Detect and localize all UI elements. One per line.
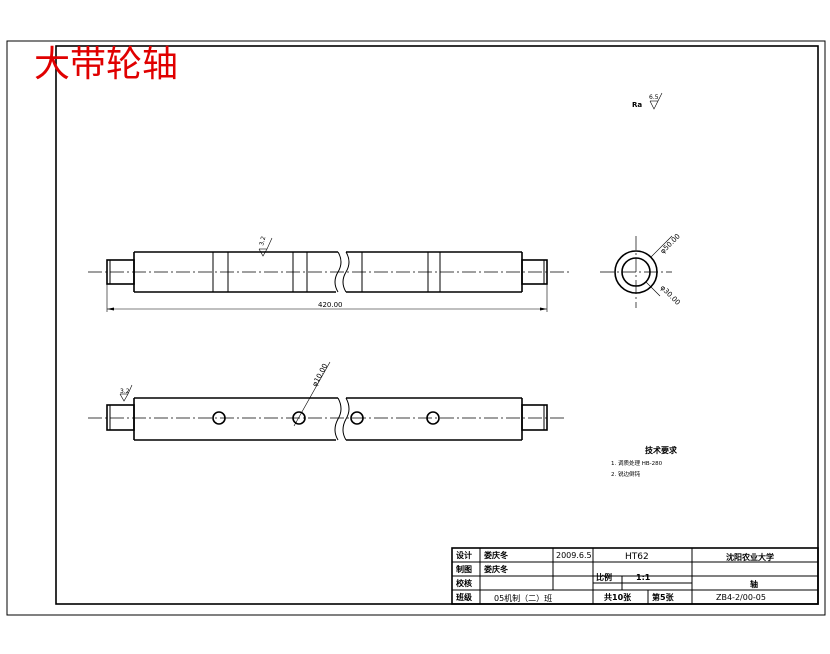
material: HT62 — [625, 552, 649, 562]
class-value: 05机制（二）班 — [494, 593, 552, 603]
designer-name: 娄庆冬 — [484, 550, 508, 560]
length-dimension: 420.00 — [318, 301, 343, 309]
tech-req-title: 技术要求 — [645, 445, 678, 455]
outer-border — [6, 40, 826, 616]
hole — [350, 411, 364, 425]
hole — [212, 411, 226, 425]
outer-diameter: φ50.00 — [659, 232, 682, 255]
roughness-mark-icon — [119, 384, 133, 402]
scale-label: 比例 — [596, 572, 612, 582]
tech-req-item: 2. 锐边倒钝 — [611, 470, 640, 478]
ra-symbol: Ra — [632, 101, 642, 109]
title-block: 设计 娄庆冬 2009.6.5 HT62 沈阳农业大学 制图 娄庆冬 比例 1:… — [451, 547, 819, 605]
inner-frame — [55, 45, 819, 605]
drawn-by-label: 制图 — [456, 564, 472, 574]
tech-req-item: 1. 调质处理 HB-280 — [611, 459, 663, 467]
break-line-right — [342, 251, 350, 293]
break-line-right — [342, 397, 350, 441]
shaft-body-left — [133, 397, 338, 441]
sheet-number: 第5张 — [652, 592, 675, 602]
drawing-number: ZB4-2/00-05 — [716, 593, 766, 602]
break-line-left — [334, 397, 342, 441]
right-journal — [521, 404, 548, 431]
surface-finish-mark: Ra 6.5 — [632, 92, 663, 110]
right-journal — [521, 259, 548, 285]
shaft-front-view: 3.2 420.00 — [88, 235, 572, 312]
technical-requirements: 技术要求 1. 调质处理 HB-280 2. 锐边倒钝 — [611, 445, 678, 478]
shaft-side-view: φ50.00 φ30.00 — [600, 232, 682, 308]
inner-diameter: φ30.00 — [659, 284, 682, 307]
outer-circle — [614, 250, 658, 294]
school-name: 沈阳农业大学 — [726, 552, 774, 562]
class-label: 班级 — [456, 592, 473, 602]
left-journal — [106, 404, 135, 431]
shaft-bottom-view: φ10.00 3.2 — [88, 361, 566, 441]
drawer-name: 娄庆冬 — [484, 564, 508, 574]
hole — [426, 411, 440, 425]
design-label: 设计 — [456, 550, 472, 560]
break-line-left — [334, 251, 342, 293]
hole — [292, 411, 306, 425]
part-name: 轴 — [750, 579, 758, 589]
finish-triangle-icon — [649, 92, 663, 110]
bottom-roughness: 3.2 — [120, 388, 130, 395]
scale-value: 1:1 — [636, 573, 651, 582]
roughness-mark-icon — [258, 237, 273, 257]
inner-circle — [621, 257, 651, 287]
ra-value: 6.5 — [649, 94, 659, 101]
checked-by-label: 校核 — [456, 578, 472, 588]
front-roughness: 3.2 — [258, 235, 267, 246]
drawing-title: 大带轮轴 — [34, 44, 178, 85]
shaft-body-left — [133, 251, 338, 293]
total-sheets: 共10张 — [604, 592, 632, 602]
shaft-body-right — [346, 397, 523, 441]
design-date: 2009.6.5 — [556, 551, 592, 560]
hole-diameter: φ10.00 — [311, 362, 330, 388]
hole-leader-line — [293, 361, 331, 427]
